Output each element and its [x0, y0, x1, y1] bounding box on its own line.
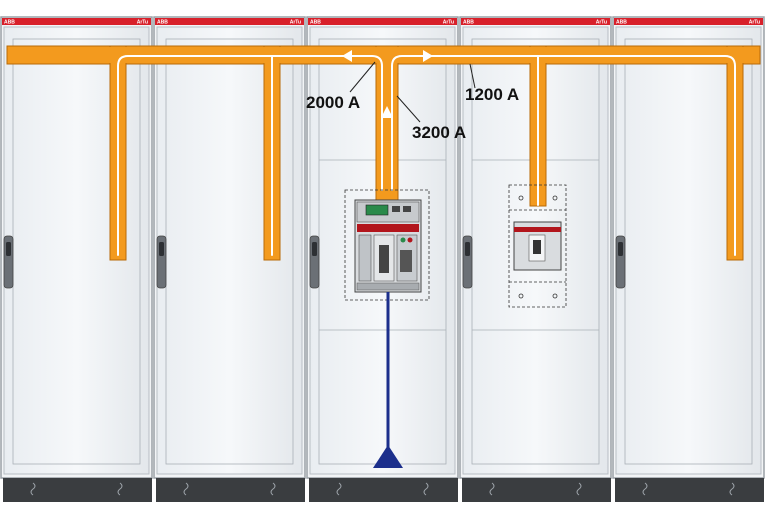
cabinet-door: [3, 26, 150, 475]
busbar-drop-incoming: [375, 45, 399, 207]
label-3200a: 3200 A: [412, 123, 466, 142]
plinth-bolt-icon: [183, 482, 189, 496]
plinth-bolt-icon: [642, 482, 648, 496]
brand-strip: [308, 18, 457, 25]
air-circuit-breaker: [344, 189, 430, 301]
cabinet-plinth: [615, 478, 764, 502]
brand-right: ArTu: [137, 20, 148, 26]
plinth-bolt-icon: [489, 482, 495, 496]
brand-left: ABB: [157, 20, 168, 26]
current-labels: 2000 A 3200 A 1200 A: [306, 61, 519, 142]
cabinet-1: ABB ArTu: [0, 16, 153, 502]
arrowhead-right-icon: [423, 50, 433, 62]
brand-left: ABB: [616, 20, 627, 26]
brand-left: ABB: [310, 20, 321, 26]
plinth-bolt-icon: [117, 482, 123, 496]
cabinet-plinth: [309, 478, 458, 502]
flow-arrowheads: [342, 50, 433, 118]
plinth-bolt-icon: [576, 482, 582, 496]
flow-path-right: [391, 55, 736, 256]
plinth-bolt-icon: [729, 482, 735, 496]
cabinet-plinth: [462, 478, 611, 502]
cabinet-plinth: [3, 478, 152, 502]
moulded-case-breaker: [508, 184, 567, 308]
cabinet-2: ABB ArTu: [153, 16, 306, 502]
brand-right: ArTu: [749, 20, 760, 26]
arrowhead-left-icon: [342, 50, 352, 62]
leader-1200: [469, 63, 476, 89]
mccb-dashed-frame: [508, 184, 567, 308]
brand-right: ArTu: [596, 20, 607, 26]
brand-strip: [2, 18, 151, 25]
label-1200a: 1200 A: [465, 85, 519, 104]
plinth-bolt-icon: [30, 482, 36, 496]
label-2000a: 2000 A: [306, 93, 360, 112]
brand-strip: [614, 18, 763, 25]
plinth-bolt-icon: [270, 482, 276, 496]
brand-right: ArTu: [290, 20, 301, 26]
current-flow-paths: [117, 55, 736, 256]
brand-right: ArTu: [443, 20, 454, 26]
brand-strip: [155, 18, 304, 25]
incoming-feed-arrow-icon: [373, 445, 403, 468]
plinth-bolt-icon: [423, 482, 429, 496]
incoming-feeder: [373, 292, 403, 468]
arrowhead-up-icon: [381, 106, 393, 118]
brand-left: ABB: [463, 20, 474, 26]
plinth-bolt-icon: [336, 482, 342, 496]
leader-2000: [349, 61, 376, 93]
leader-3200: [396, 95, 421, 123]
flow-path-left: [117, 55, 383, 256]
cabinet-plinth: [156, 478, 305, 502]
brand-strip: [461, 18, 610, 25]
brand-left: ABB: [4, 20, 15, 26]
